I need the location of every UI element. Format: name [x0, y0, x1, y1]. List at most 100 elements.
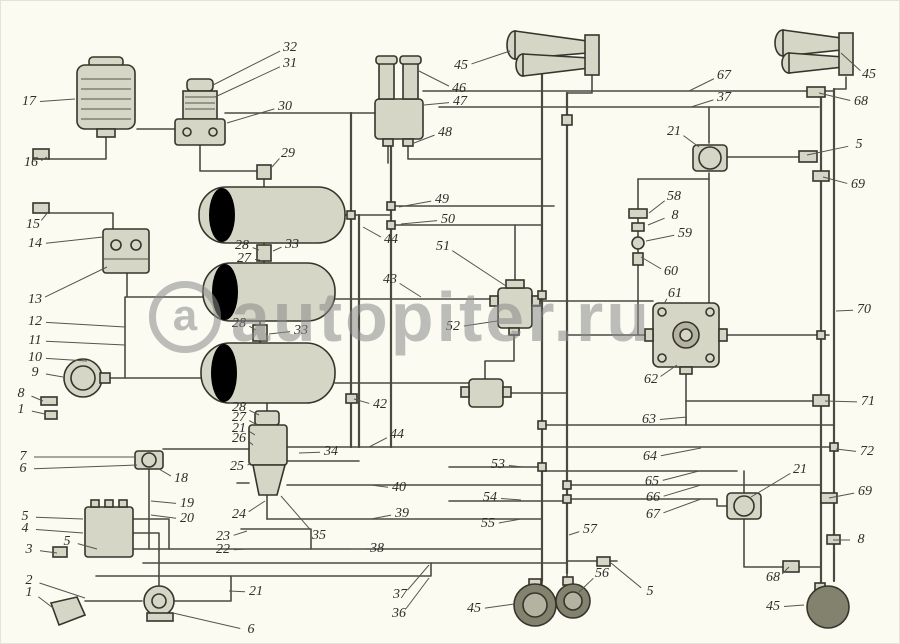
callout-8: 8 — [858, 532, 865, 547]
callout-leader-67 — [663, 498, 702, 514]
callout-leader-14 — [45, 236, 104, 244]
callout-leader-23 — [233, 530, 248, 536]
callout-leader-3 — [39, 550, 58, 554]
callout-44: 44 — [390, 427, 404, 442]
callout-6: 6 — [248, 622, 255, 637]
callout-72: 72 — [860, 444, 874, 459]
callout-leader-15 — [40, 210, 50, 221]
callout-62: 62 — [644, 372, 658, 387]
callout-33: 33 — [284, 237, 299, 252]
callout-10: 10 — [28, 350, 42, 365]
callout-leader-53 — [508, 465, 524, 468]
callout-54: 54 — [483, 490, 497, 505]
control-valve-51-52 — [489, 279, 541, 336]
callout-leader-27 — [249, 420, 258, 426]
inter-tank-fitting-b — [252, 324, 268, 342]
callout-leader-6 — [172, 612, 241, 629]
callout-leader-32 — [212, 50, 281, 86]
callout-30: 30 — [277, 99, 292, 114]
callout-leader-51 — [452, 250, 507, 287]
callout-leader-68 — [781, 566, 790, 575]
callout-leader-46 — [418, 70, 450, 87]
callout-69: 69 — [851, 177, 865, 192]
callout-leader-31 — [214, 66, 281, 98]
protection-valve-46-48 — [374, 55, 424, 147]
fitting-stack-58-60 — [628, 208, 648, 266]
callout-leader-39 — [370, 514, 392, 520]
callout-33: 33 — [293, 323, 308, 338]
four-way-valve-61-62 — [644, 302, 728, 375]
callout-leader-19 — [150, 500, 177, 504]
callout-70: 70 — [857, 302, 871, 317]
callout-leader-56 — [578, 577, 594, 593]
callout-leader-6 — [33, 464, 138, 470]
shutoff-valve-6-7 — [134, 450, 164, 470]
callout-27: 27 — [237, 251, 252, 266]
callout-leader-1 — [31, 410, 46, 415]
callout-55: 55 — [481, 516, 495, 531]
callout-leader-5 — [806, 145, 849, 156]
callout-leader-45 — [484, 603, 515, 609]
callout-leader-45 — [471, 50, 511, 65]
tank-fitting-29 — [256, 164, 272, 180]
air-reservoir-3 — [200, 342, 336, 404]
callout-61: 61 — [668, 286, 682, 301]
callout-leader-11 — [45, 340, 126, 346]
callout-leader-1 — [38, 596, 54, 609]
callout-34: 34 — [323, 444, 338, 459]
fitting-71 — [812, 394, 830, 407]
hose-connector-16 — [32, 148, 50, 160]
brake-valve-25 — [248, 410, 288, 496]
callout-7: 7 — [20, 449, 28, 464]
callout-leader-64 — [660, 447, 702, 457]
callout-leader-45 — [840, 52, 861, 72]
callout-1: 1 — [18, 402, 25, 417]
callout-31: 31 — [282, 56, 297, 71]
callout-leader-59 — [645, 234, 675, 242]
callout-13: 13 — [28, 292, 42, 307]
callout-40: 40 — [392, 480, 406, 495]
inter-tank-fitting-a — [256, 244, 272, 262]
callout-59: 59 — [678, 226, 692, 241]
callout-leader-57 — [568, 531, 580, 536]
callout-57: 57 — [583, 522, 598, 537]
callout-48: 48 — [438, 125, 452, 140]
callout-16: 16 — [24, 155, 38, 170]
callout-leader-13 — [44, 266, 108, 298]
callout-leader-62 — [660, 364, 678, 377]
brake-chambers-56 — [513, 576, 591, 627]
callout-leader-48 — [413, 134, 435, 144]
callout-leader-43 — [399, 282, 422, 298]
callout-65: 65 — [645, 474, 659, 489]
callout-63: 63 — [642, 412, 656, 427]
callout-leader-28 — [249, 409, 260, 416]
pipe-lines — [48, 65, 847, 603]
callout-leader-68 — [818, 92, 851, 102]
callout-21: 21 — [667, 124, 681, 139]
callout-leader-47 — [423, 102, 450, 106]
callout-51: 51 — [436, 239, 450, 254]
connector-plug-1 — [45, 596, 87, 631]
callout-11: 11 — [29, 333, 42, 348]
callout-leader-37 — [690, 99, 714, 108]
fitting-68-lower — [782, 560, 800, 573]
callout-leader-8 — [647, 217, 665, 226]
callout-leader-8 — [31, 395, 44, 402]
callout-66: 66 — [646, 490, 660, 505]
callout-45: 45 — [862, 67, 876, 82]
callout-leader-17 — [39, 98, 76, 103]
callout-21: 21 — [232, 421, 246, 436]
junction-block-4 — [84, 499, 134, 558]
fitting-5-bottom — [596, 556, 611, 567]
callout-37: 37 — [392, 587, 408, 602]
callout-52: 52 — [446, 319, 460, 334]
callout-leader-70 — [835, 309, 854, 312]
callout-8: 8 — [672, 208, 679, 223]
callout-leader-55 — [498, 518, 522, 524]
control-valve-43 — [460, 378, 512, 408]
callout-42: 42 — [373, 397, 387, 412]
fitting-8-1-left — [40, 396, 58, 420]
fitting-42 — [345, 393, 358, 404]
callout-leader-71 — [824, 400, 858, 403]
